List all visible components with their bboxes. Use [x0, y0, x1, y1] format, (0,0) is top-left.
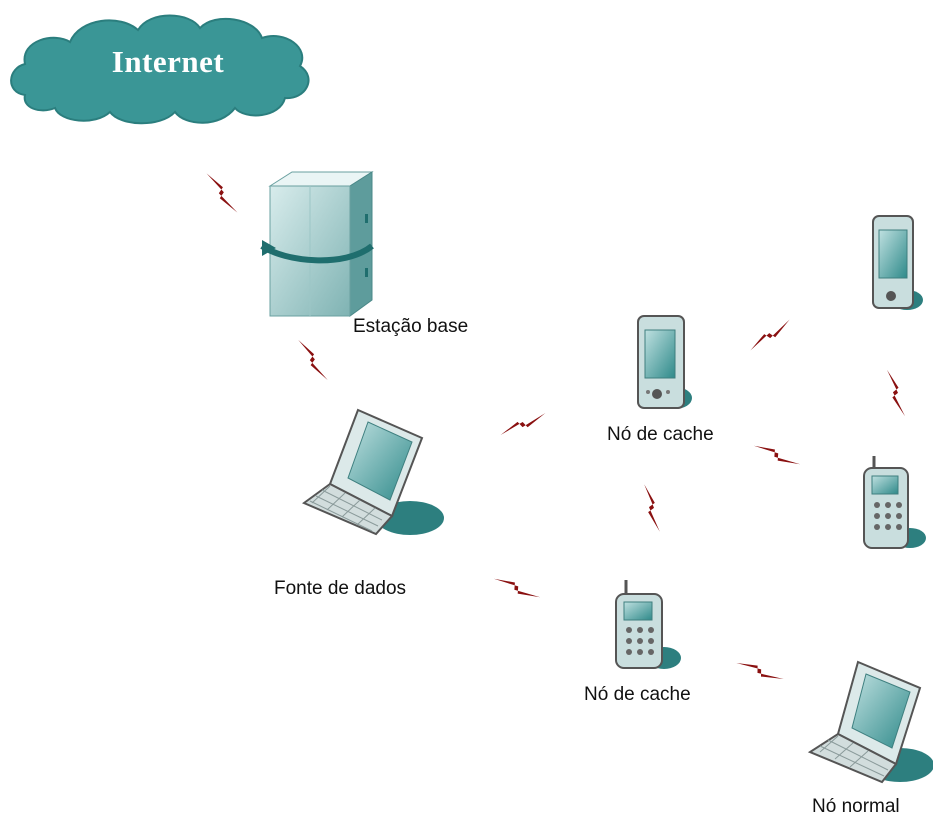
wireless-link-icon — [298, 335, 328, 385]
wireless-link-icon — [493, 567, 541, 609]
laptop-icon — [807, 660, 933, 784]
wireless-link-icon — [644, 483, 660, 533]
data-source-label: Fonte de dados — [274, 578, 407, 599]
base-station-label: Estação base — [353, 316, 469, 337]
cache-node-label: Nó de cache — [607, 424, 714, 445]
pda-icon — [637, 315, 692, 409]
wireless-link-icon — [498, 412, 548, 436]
internet-cloud-icon — [10, 14, 310, 125]
wireless-link-icon — [753, 434, 801, 476]
cache-node-label: Nó de cache — [584, 684, 691, 705]
internet-label: Internet — [111, 44, 225, 79]
cell-phone-icon — [615, 580, 681, 669]
pda-icon — [872, 215, 923, 310]
wireless-link-icon — [736, 651, 784, 691]
server-tower-icon — [260, 171, 374, 317]
wireless-link-icon — [745, 319, 795, 351]
cell-phone-icon — [863, 456, 926, 549]
laptop-icon — [301, 408, 444, 536]
wireless-link-icon — [206, 168, 238, 218]
normal-node-label: Nó normal — [812, 796, 900, 817]
wireless-link-icon — [886, 368, 906, 418]
